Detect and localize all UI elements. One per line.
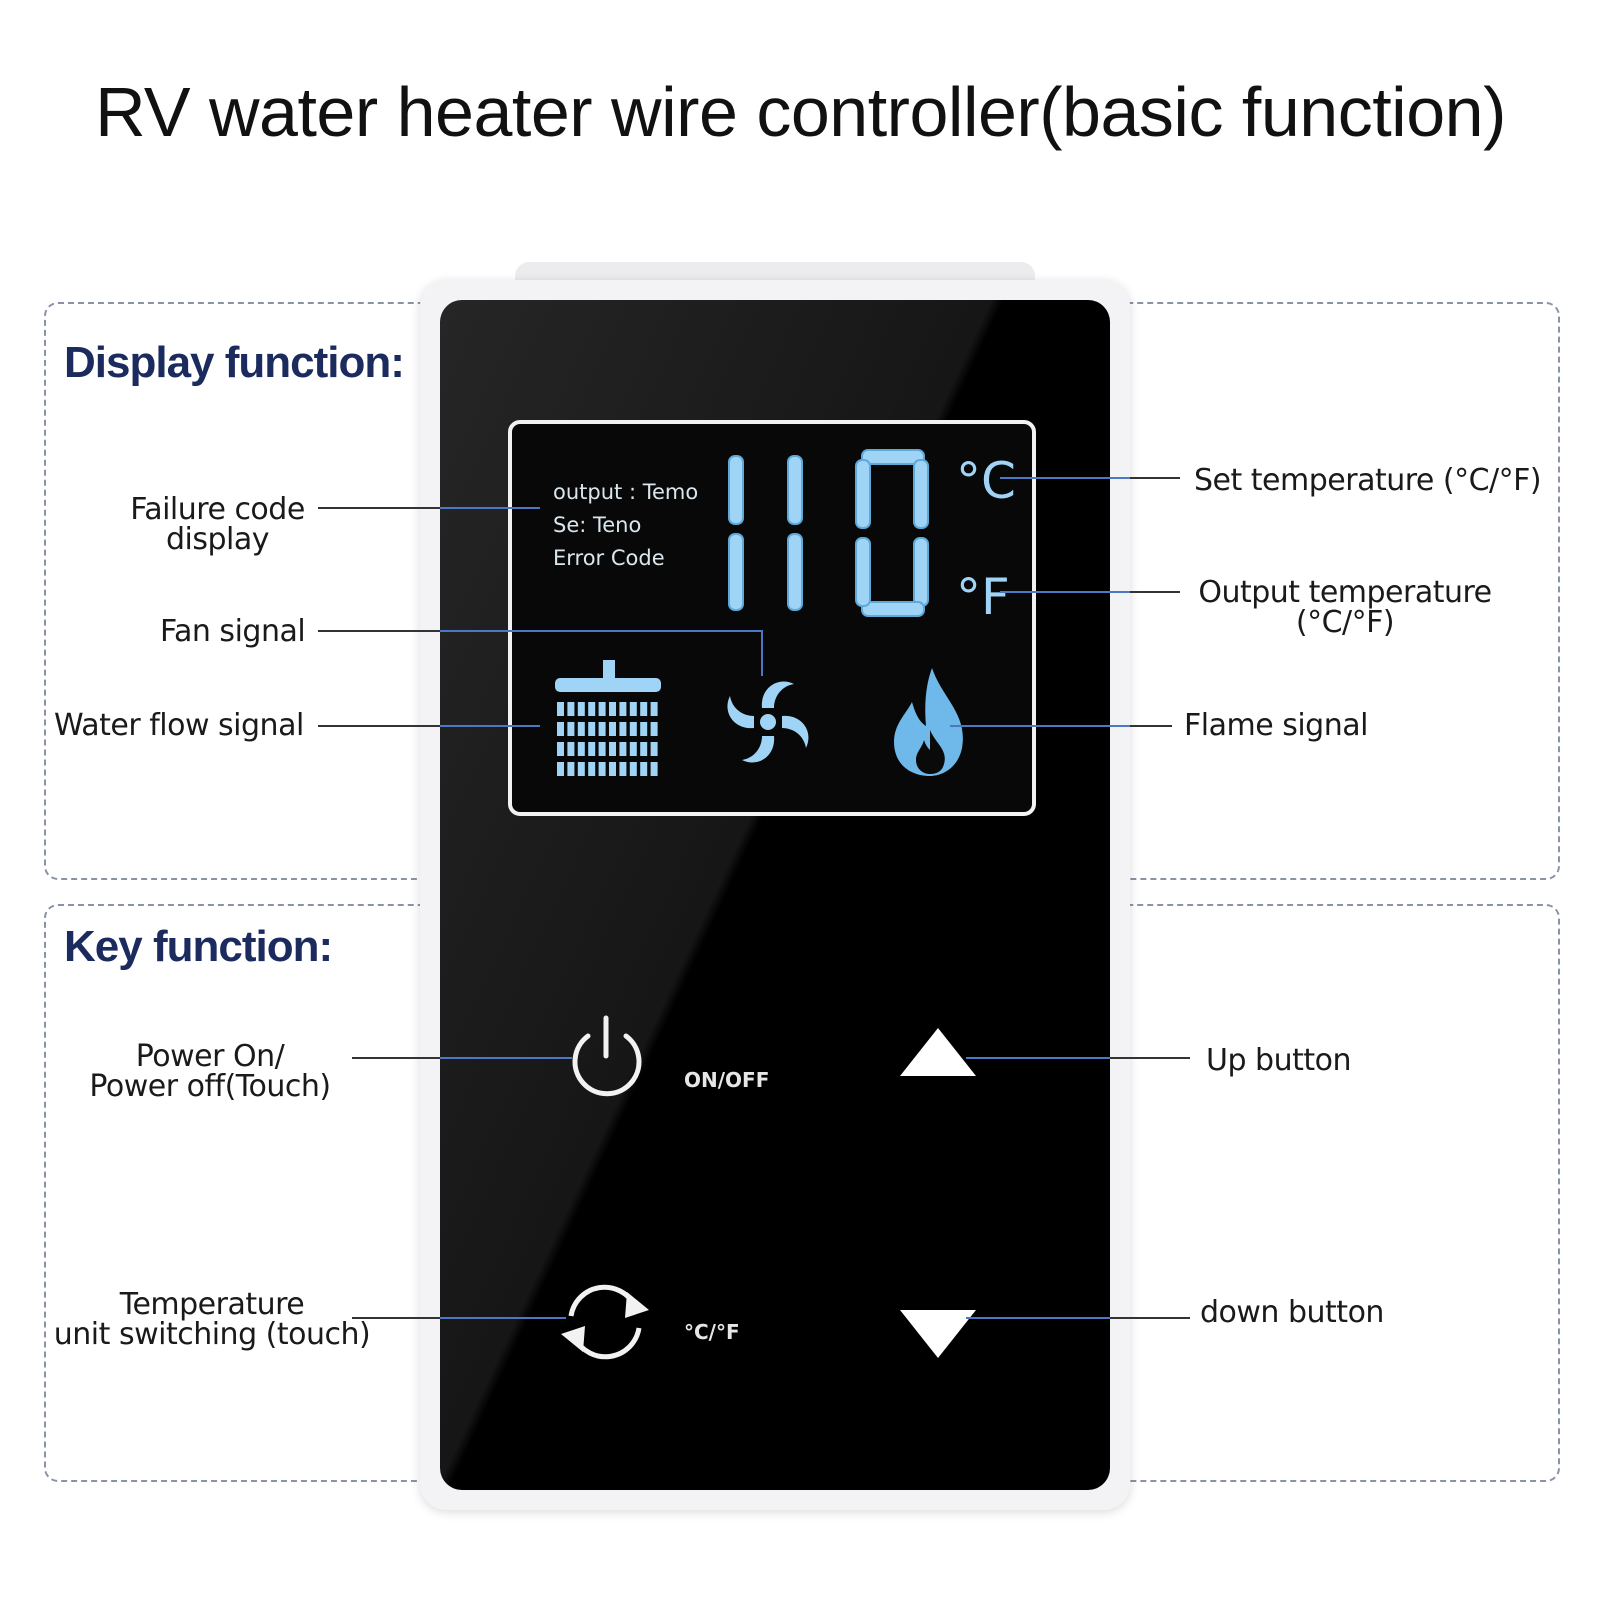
shower-nozzle [609, 702, 616, 716]
output-temperature-callout: Output temperature (°C/°F) [1180, 578, 1510, 638]
failure-code-callout: Failure code display [110, 495, 325, 555]
shower-nozzle [629, 742, 637, 756]
fahrenheit-indicator: °F [956, 568, 1010, 626]
shower-nozzle [577, 702, 585, 716]
leader-fan-blue [440, 630, 763, 676]
up-arrow-icon[interactable] [898, 1028, 978, 1078]
digit-3-segment-b [913, 459, 929, 529]
lcd-output-line: output : Temo [553, 480, 699, 504]
shower-nozzle [557, 762, 564, 776]
shower-nozzle [598, 722, 606, 736]
shower-nozzle [650, 702, 658, 716]
power-line2: Power off(Touch) [89, 1069, 331, 1104]
display-function-heading: Display function: [64, 338, 405, 387]
shower-nozzle [588, 742, 596, 756]
shower-icon [555, 660, 661, 776]
digit-1-segment-bottom [728, 533, 744, 611]
page-title: RV water heater wire controller(basic fu… [95, 73, 1506, 151]
shower-nozzle [629, 722, 637, 736]
digit-3-segment-a [861, 449, 925, 465]
power-callout: Power On/ Power off(Touch) [80, 1042, 340, 1102]
key-function-heading: Key function: [64, 922, 333, 971]
shower-nozzle [650, 722, 658, 736]
shower-nozzle [567, 702, 575, 716]
lcd-set-line: Se: Teno [553, 513, 642, 537]
down-button-callout: down button [1200, 1295, 1384, 1330]
shower-nozzle [619, 762, 627, 776]
shower-nozzle [619, 722, 627, 736]
shower-nozzle [557, 742, 564, 756]
shower-nozzle [640, 722, 648, 736]
power-line1: Power On/ [135, 1039, 285, 1074]
shower-nozzle [577, 722, 585, 736]
digit-1-segment-top [728, 455, 744, 525]
shower-nozzle [619, 742, 627, 756]
shower-nozzle [588, 762, 596, 776]
shower-nozzle [567, 742, 575, 756]
shower-nozzle [640, 762, 648, 776]
shower-nozzle [567, 722, 575, 736]
shower-nozzle [588, 702, 596, 716]
shower-nozzle [598, 702, 606, 716]
shower-nozzle [588, 722, 596, 736]
shower-nozzle [609, 722, 616, 736]
digit-3-segment-f [855, 459, 871, 529]
shower-nozzle [609, 762, 616, 776]
shower-nozzle [557, 702, 564, 716]
fan-signal-callout: Fan signal [160, 614, 306, 649]
shower-nozzle [567, 762, 575, 776]
set-temperature-callout: Set temperature (°C/°F) [1194, 463, 1542, 498]
digit-3-segment-d [861, 601, 925, 617]
digit-2-segment-bottom [787, 533, 803, 611]
digit-3-segment-e [855, 537, 871, 607]
onoff-label: ON/OFF [684, 1068, 770, 1092]
shower-nozzle [640, 702, 648, 716]
shower-nozzle [629, 702, 637, 716]
down-arrow-icon[interactable] [898, 1310, 978, 1360]
shower-nozzle [629, 762, 637, 776]
up-button-callout: Up button [1206, 1043, 1352, 1078]
output-temperature-line2: (°C/°F) [1295, 605, 1395, 640]
refresh-icon[interactable] [555, 1272, 655, 1372]
water-flow-callout: Water flow signal [54, 708, 304, 743]
power-icon[interactable] [568, 1012, 648, 1102]
celsius-indicator: °C [956, 452, 1016, 510]
shower-nozzle [577, 742, 585, 756]
shower-nozzle [557, 722, 564, 736]
shower-nozzle [619, 702, 627, 716]
digit-2-segment-top [787, 455, 803, 525]
shower-nozzle [650, 762, 658, 776]
shower-nozzle [609, 742, 616, 756]
shower-nozzle [650, 742, 658, 756]
flame-signal-callout: Flame signal [1184, 708, 1368, 743]
temp-unit-line1: Temperature [119, 1287, 305, 1322]
shower-nozzle [598, 742, 606, 756]
shower-nozzle [598, 762, 606, 776]
failure-code-line1: Failure code [130, 492, 305, 527]
lcd-error-line: Error Code [553, 546, 665, 570]
temp-unit-callout: Temperature unit switching (touch) [52, 1290, 372, 1350]
failure-code-line2: display [165, 522, 270, 557]
temp-unit-line2: unit switching (touch) [53, 1317, 371, 1352]
flame-icon [894, 668, 963, 776]
unit-switch-label: °C/°F [684, 1320, 740, 1344]
shower-nozzle [577, 762, 585, 776]
fan-icon [727, 681, 809, 763]
output-temperature-line1: Output temperature [1198, 575, 1492, 610]
shower-nozzle [640, 742, 648, 756]
